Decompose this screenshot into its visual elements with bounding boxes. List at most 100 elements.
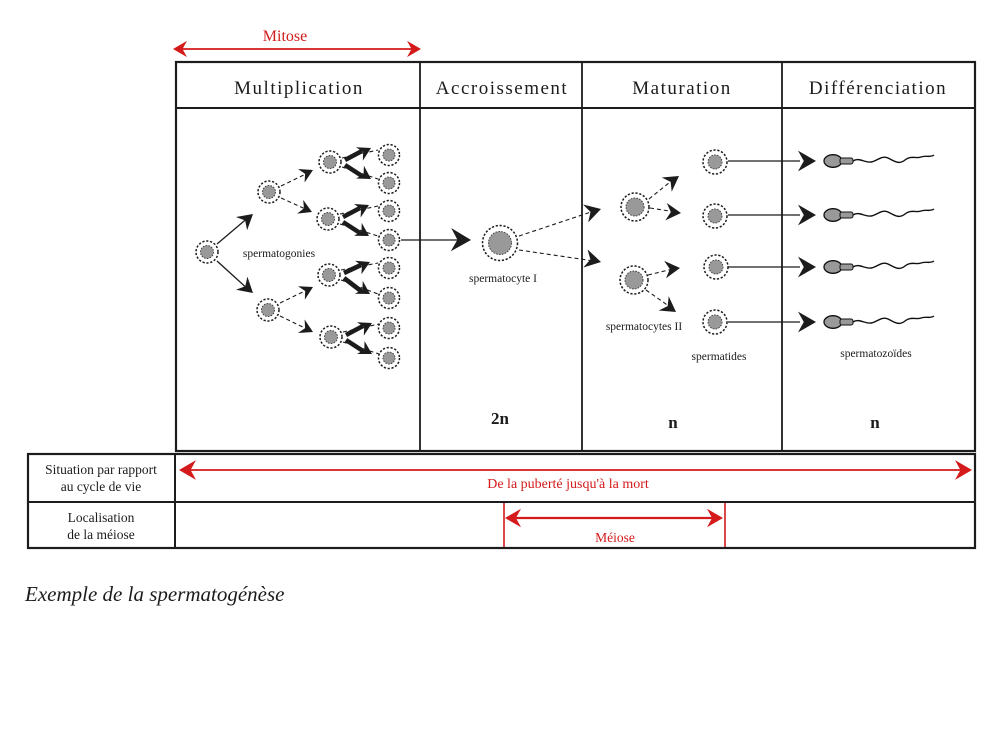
row-label-situation-line1: Situation par rapport (45, 462, 157, 477)
cell-nucleus (624, 270, 644, 290)
cell-nucleus (382, 291, 396, 305)
arrowhead-icon (354, 203, 369, 218)
division-arrow-shaft (343, 148, 364, 163)
label-spermatides: spermatides (692, 351, 747, 363)
meiose-arrowhead-right (707, 508, 723, 528)
main-table-border (174, 60, 977, 453)
connector-line (341, 149, 379, 159)
label-spermatocytes-ii: spermatocytes II (606, 321, 682, 333)
cell-nucleus (200, 245, 214, 259)
arrowhead-icon (298, 286, 313, 300)
sperm-midpiece (839, 211, 854, 219)
header-maturation: Maturation (632, 78, 731, 99)
division-arrow-shaft (344, 323, 365, 338)
sperm-midpiece (839, 263, 854, 271)
cell-nucleus (324, 330, 338, 344)
mitose-arrowhead-left (173, 40, 187, 58)
arrowhead-icon (798, 204, 816, 226)
connector-line (342, 323, 380, 333)
sperm-head (823, 315, 843, 329)
arrowhead-icon (664, 260, 680, 279)
cell-nucleus (382, 351, 396, 365)
label-spermatogonies: spermatogonies (243, 248, 316, 260)
arrowhead-icon (356, 147, 371, 161)
meiose-label: Méiose (595, 530, 635, 545)
meiose-arrowhead-left (505, 508, 521, 528)
sperm-head (823, 260, 843, 274)
arrowhead-icon (661, 176, 679, 192)
arrowhead-icon (298, 319, 313, 334)
connector-line (518, 210, 595, 237)
arrowhead-icon (583, 249, 601, 268)
arrowhead-icon (357, 322, 372, 336)
header-multiplication: Multiplication (234, 78, 364, 99)
sperm-head (823, 208, 843, 222)
sperm-midpiece (839, 318, 854, 326)
puberte-arrowhead-right (955, 460, 972, 480)
sperm-head (823, 154, 843, 168)
arrowhead-icon (798, 311, 816, 333)
division-arrow-shaft (343, 262, 362, 276)
arrowhead-icon (665, 203, 681, 221)
arrowhead-icon (356, 165, 371, 179)
arrowhead-icon (450, 228, 471, 252)
row-label-localisation-line2: de la méiose (67, 527, 134, 542)
mitose-label: Mitose (263, 28, 307, 45)
sperm-midpiece (839, 157, 854, 165)
cell-nucleus (488, 231, 512, 255)
arrowhead-icon (355, 260, 370, 275)
sperm-tail (852, 154, 935, 164)
connector-line (216, 260, 251, 292)
connector-line (280, 197, 311, 212)
ploidy-2n: 2n (491, 409, 510, 428)
arrowhead-icon (798, 150, 816, 172)
ploidy-n-maturation: n (668, 413, 678, 432)
cell-nucleus (382, 321, 396, 335)
division-arrow-shaft (343, 163, 364, 178)
arrowhead-icon (235, 214, 253, 231)
puberte-arrowhead-left (179, 460, 196, 480)
cell-nucleus (323, 155, 337, 169)
division-arrow-shaft (341, 205, 362, 220)
mitose-arrowhead-right (407, 40, 421, 58)
connector-line (645, 289, 674, 310)
sperm-tail (852, 260, 935, 270)
cell-nucleus (262, 185, 276, 199)
cell-nucleus (707, 314, 723, 330)
sperm-tail (852, 208, 935, 218)
page-caption: Exemple de la spermatogénèse (24, 582, 285, 606)
cell-nucleus (708, 259, 724, 275)
cell-nucleus (625, 197, 645, 217)
connector-line (648, 177, 676, 200)
label-spermatozoides: spermatozoïdes (840, 348, 912, 360)
connector-line (340, 262, 379, 271)
arrowhead-icon (235, 276, 253, 293)
ploidy-n-differenciation: n (870, 413, 880, 432)
cell-nucleus (382, 176, 396, 190)
row-label-situation-line2: au cycle de vie (61, 479, 142, 494)
cell-nucleus (382, 233, 396, 247)
sperm-tail (852, 315, 935, 325)
connector-line (216, 215, 251, 245)
arrowhead-icon (583, 204, 601, 223)
arrowhead-icon (354, 280, 370, 294)
label-spermatocyte-i: spermatocyte I (469, 273, 537, 285)
diagram-shapes (26, 40, 977, 550)
connector-line (518, 249, 595, 262)
header-accroissement: Accroissement (436, 78, 568, 99)
cell-nucleus (707, 208, 723, 224)
puberte-mort-label: De la puberté jusqu'à la mort (487, 477, 649, 492)
cell-nucleus (382, 204, 396, 218)
division-arrow-shaft (341, 220, 362, 235)
connector-line (341, 166, 379, 180)
cell-nucleus (322, 268, 336, 282)
cell-nucleus (261, 303, 275, 317)
cell-nucleus (321, 212, 335, 226)
connector-line (342, 341, 380, 355)
arrowhead-icon (353, 222, 369, 236)
arrowhead-icon (798, 256, 816, 278)
cell-nucleus (382, 148, 396, 162)
arrowhead-icon (297, 199, 312, 214)
arrowhead-icon (298, 168, 313, 183)
